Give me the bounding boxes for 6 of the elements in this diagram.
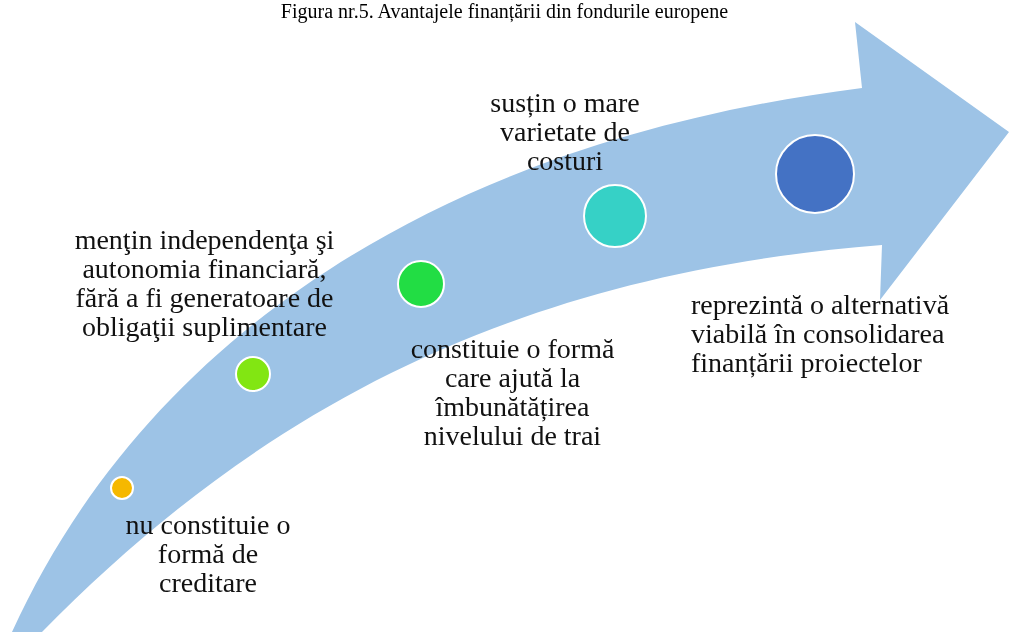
advantage-text: susțin o mare varietate de costuri [489,88,641,175]
advantage-text: constituie o formă care ajută la îmbunătățirea nivelului de trai [409,334,616,450]
advantage-text: menţin independenţa şi autonomia financiară, fără a fi generatoare de obligaţii suplimentare [73,225,336,341]
advantage-text: reprezintă o alternativă viabilă în consolidarea finanțării proiectelor [691,290,951,377]
advantage-text: nu constituie o formă de creditare [124,510,292,597]
figure-title: Figura nr.5. Avantajele finanțării din fondurile europene [279,0,730,22]
